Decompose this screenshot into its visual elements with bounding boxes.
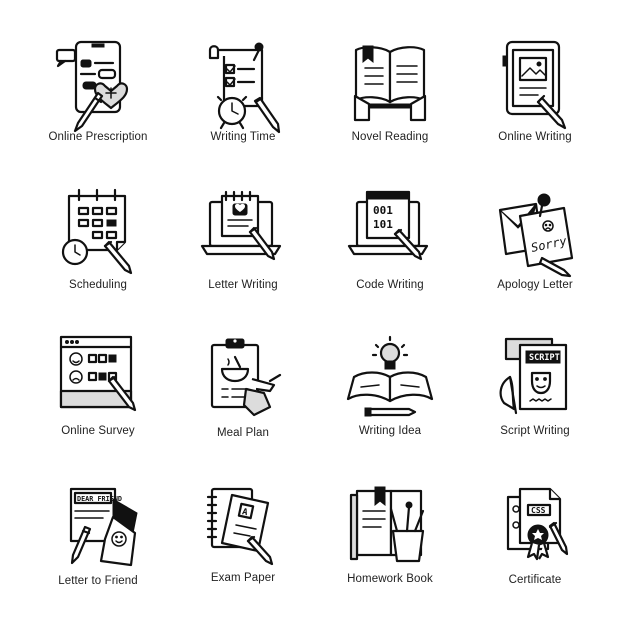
icon-label: Writing Idea <box>358 425 422 437</box>
code-line-2: 101 <box>373 218 393 231</box>
icon-label: Meal Plan <box>216 427 270 439</box>
icon-tile-letter-to-friend: DEAR FRIEND Letter to Friend <box>23 481 173 621</box>
tablet-pen-icon <box>480 38 590 138</box>
icon-label: Writing Time <box>210 131 276 143</box>
notebook-exam-icon: A <box>188 481 298 581</box>
icon-tile-online-writing: Online Writing <box>460 38 610 178</box>
icon-tile-online-survey: Online Survey <box>23 333 173 473</box>
laptop-code-icon: 001 101 <box>335 186 445 286</box>
icon-label: Certificate <box>508 574 562 586</box>
laptop-letter-icon <box>188 186 298 286</box>
open-book-hands-icon <box>335 38 445 138</box>
icon-label: Homework Book <box>347 573 433 585</box>
dear-friend-text: DEAR FRIEND <box>77 495 122 503</box>
icon-tile-online-prescription: Online Prescription <box>23 38 173 178</box>
icon-tile-writing-idea: Writing Idea <box>315 333 465 473</box>
icon-label: Code Writing <box>356 279 424 291</box>
phone-prescription-icon <box>43 38 153 138</box>
icon-tile-writing-time: Writing Time <box>168 38 318 178</box>
icon-tile-apology-letter: Sorry Apology Letter <box>460 186 610 326</box>
grade-text: A <box>241 507 249 518</box>
book-pencil-cup-icon <box>335 481 445 581</box>
script-text: SCRIPT <box>529 353 560 363</box>
icon-tile-novel-reading: Novel Reading <box>315 38 465 178</box>
css-certificate-icon: CSS <box>480 481 590 581</box>
code-line-1: 001 <box>373 204 393 217</box>
css-text: CSS <box>531 506 546 515</box>
icon-tile-certificate: CSS Certificate <box>460 481 610 621</box>
icon-label: Exam Paper <box>210 572 276 584</box>
icon-label: Online Prescription <box>48 131 148 143</box>
script-masks-icon: SCRIPT <box>480 333 590 433</box>
icon-tile-code-writing: 001 101 Code Writing <box>315 186 465 326</box>
icon-label: Scheduling <box>69 279 127 291</box>
clipboard-meal-icon <box>188 333 298 433</box>
icon-label: Letter Writing <box>208 279 278 291</box>
book-lightbulb-icon <box>335 333 445 433</box>
icon-tile-meal-plan: Meal Plan <box>168 333 318 473</box>
icon-label: Apology Letter <box>497 279 573 291</box>
icon-tile-script-writing: SCRIPT Script Writing <box>460 333 610 473</box>
icon-label: Novel Reading <box>351 131 429 143</box>
friend-letter-icon: DEAR FRIEND <box>43 481 153 581</box>
icon-tile-homework-book: Homework Book <box>315 481 465 621</box>
icon-label: Online Survey <box>61 425 135 437</box>
icon-tile-letter-writing: Letter Writing <box>168 186 318 326</box>
icon-label: Letter to Friend <box>58 575 138 587</box>
icon-label: Script Writing <box>500 425 570 437</box>
icon-tile-exam-paper: A Exam Paper <box>168 481 318 621</box>
icon-label: Online Writing <box>498 131 572 143</box>
checklist-clock-icon <box>188 38 298 138</box>
apology-note-icon: Sorry <box>480 186 590 286</box>
icon-tile-scheduling: Scheduling <box>23 186 173 326</box>
calendar-clock-icon <box>43 186 153 286</box>
browser-survey-icon <box>43 333 153 433</box>
